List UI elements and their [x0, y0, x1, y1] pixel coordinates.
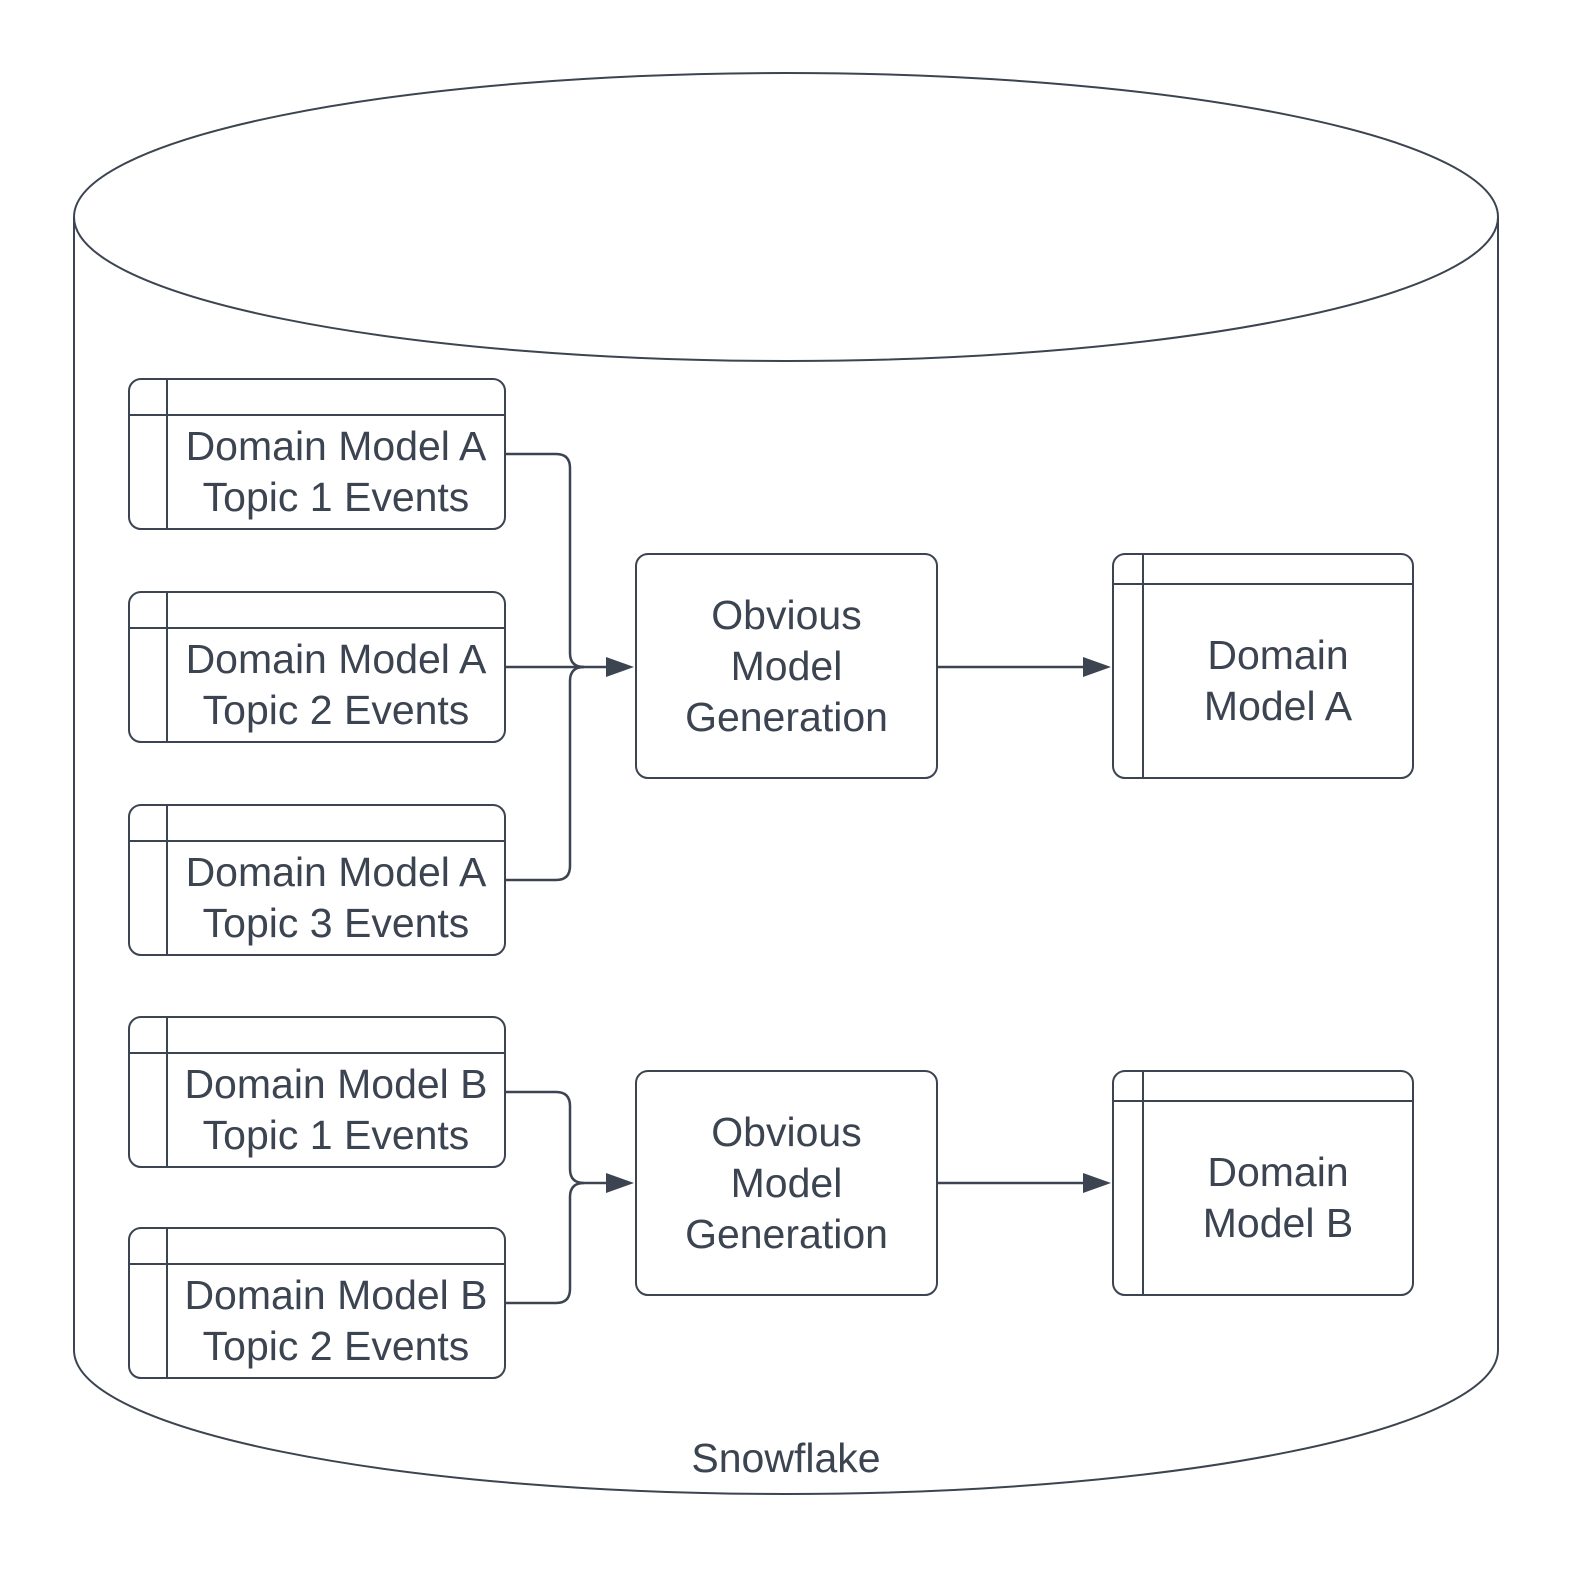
process-box-b: [635, 1070, 938, 1296]
process-box-a: [635, 553, 938, 779]
database-cylinder-body: [73, 217, 1499, 1495]
source-table-a1: [128, 378, 506, 530]
arrowhead-into-process-a: [606, 657, 634, 677]
source-table-b2: [128, 1227, 506, 1379]
arrowhead-into-output-b: [1083, 1173, 1111, 1193]
source-table-a2: [128, 591, 506, 743]
connector-a1-to-junction: [505, 452, 585, 669]
output-table-b: [1112, 1070, 1414, 1296]
connector-b1-to-junction: [505, 1090, 585, 1185]
connector-a3-to-junction: [505, 665, 585, 882]
database-cylinder-top-ellipse: [73, 72, 1499, 362]
source-table-a3: [128, 804, 506, 956]
output-table-a: [1112, 553, 1414, 779]
arrowhead-into-output-a: [1083, 657, 1111, 677]
connector-b2-to-junction: [505, 1181, 585, 1305]
source-table-b1: [128, 1016, 506, 1168]
arrowhead-into-process-b: [606, 1173, 634, 1193]
